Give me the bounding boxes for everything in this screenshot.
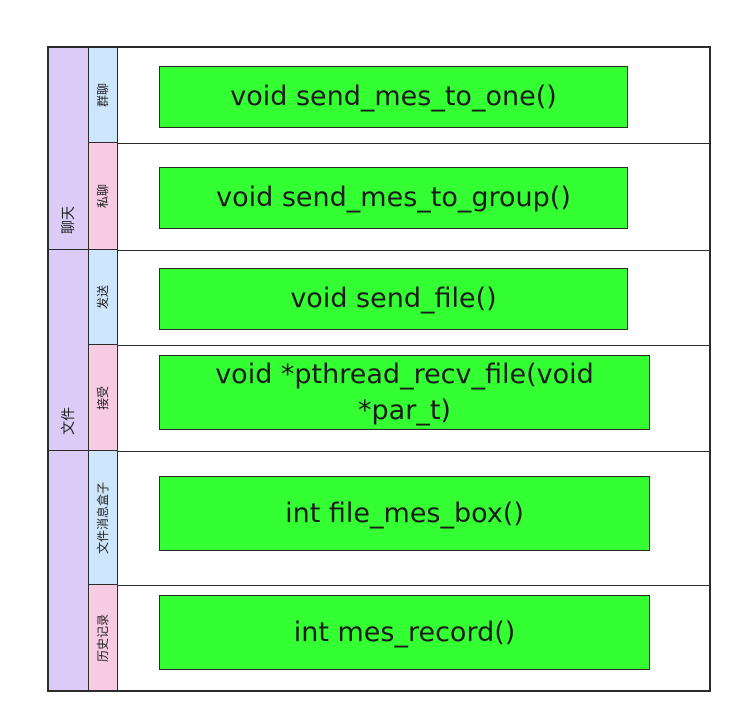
func-text-line1: void *pthread_recv_file(void: [215, 358, 594, 390]
row-divider: [118, 345, 709, 346]
sub-file-message-box-label: 文件消息盒子: [96, 481, 111, 554]
sub-group-chat-label: 群聊: [95, 82, 110, 108]
group-file: 文件: [49, 250, 89, 451]
row-divider: [118, 451, 709, 452]
func-box-file-mes-box: int file_mes_box(): [159, 476, 650, 551]
sub-history-record: 历史记录: [89, 585, 118, 690]
group-history: [49, 451, 89, 690]
func-box-pthread-recv-file: void *pthread_recv_file(void *par_t): [159, 355, 650, 430]
func-text: void send_mes_to_group(): [216, 182, 571, 213]
row-divider: [118, 250, 709, 251]
func-box-send-file: void send_file(): [159, 268, 628, 330]
row-divider: [118, 585, 709, 586]
group-file-label: 文件: [60, 407, 77, 435]
func-text: int file_mes_box(): [285, 497, 524, 529]
func-box-send-mes-to-group: void send_mes_to_group(): [159, 167, 628, 229]
sub-receive: 接受: [89, 345, 118, 451]
func-text-line2: *par_t): [358, 394, 451, 426]
group-chat: 聊天: [49, 48, 89, 250]
group-chat-label: 聊天: [60, 206, 77, 234]
sub-receive-label: 接受: [95, 385, 110, 410]
row-divider: [118, 143, 709, 144]
func-box-mes-record: int mes_record(): [159, 595, 650, 670]
sub-group-chat: 群聊: [89, 48, 118, 143]
sub-private-chat-label: 私聊: [95, 183, 110, 209]
func-box-send-mes-to-one: void send_mes_to_one(): [159, 66, 628, 128]
sub-file-message-box: 文件消息盒子: [89, 451, 118, 585]
sub-history-record-label: 历史记录: [96, 613, 111, 662]
func-text: void send_mes_to_one(): [230, 81, 557, 112]
sub-send-label: 发送: [95, 284, 110, 310]
sub-private-chat: 私聊: [89, 143, 118, 250]
sub-send: 发送: [89, 250, 118, 345]
func-text: int mes_record(): [293, 616, 516, 648]
func-text: void send_file(): [290, 283, 497, 314]
